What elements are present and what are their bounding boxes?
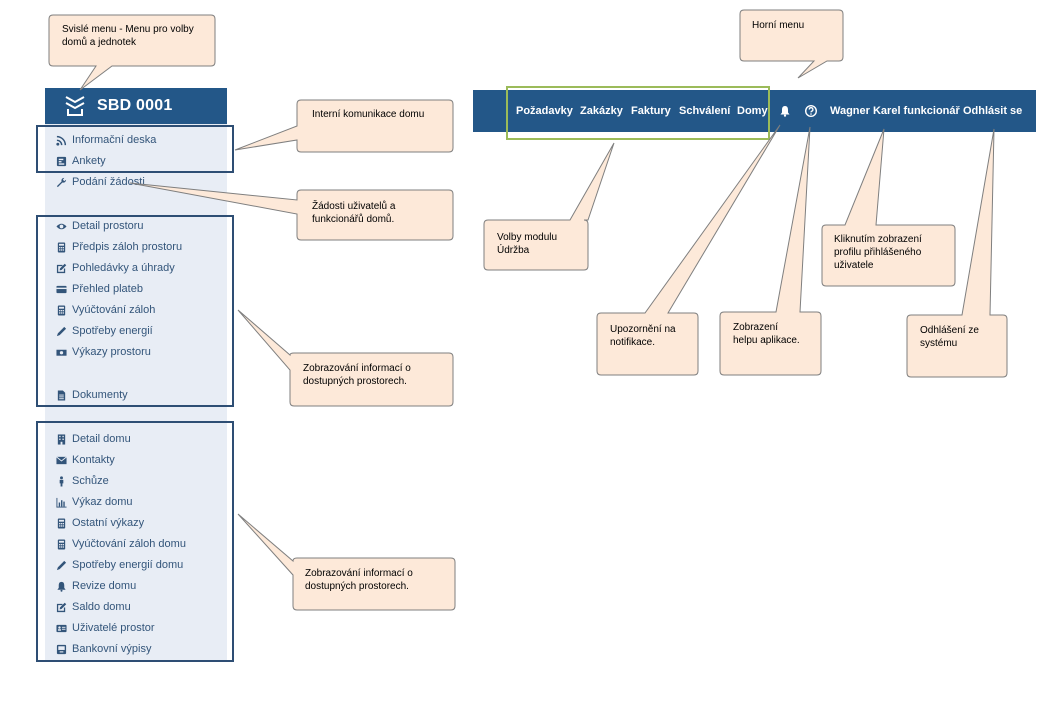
- file-icon: [55, 389, 67, 401]
- nav-faktury[interactable]: Faktury: [631, 105, 671, 117]
- sidebar-item-label: Přehled plateb: [72, 283, 143, 295]
- callout-vertical-menu: Svislé menu - Menu pro volby domů a jedn…: [62, 24, 194, 48]
- sidebar-item-label: Pohledávky a úhrady: [72, 262, 175, 274]
- sidebar-item-spotreby-energii[interactable]: Spotřeby energií: [55, 321, 153, 341]
- sidebar-item-label: Spotřeby energií: [72, 325, 153, 337]
- sidebar-item-label: Revize domu: [72, 580, 137, 592]
- sidebar-item-prehled-plateb[interactable]: Přehled plateb: [55, 279, 143, 299]
- rss-icon: [55, 134, 67, 146]
- sidebar-item-vyuctovani-zaloh[interactable]: Vyúčtování záloh: [55, 300, 155, 320]
- wrench-icon: [55, 176, 67, 188]
- nav-domy[interactable]: Domy: [737, 105, 768, 117]
- nav-zakazky[interactable]: Zakázky: [580, 105, 623, 117]
- sidebar-header[interactable]: SBD 0001: [45, 88, 227, 124]
- sidebar-item-label: Vyúčtování záloh domu: [72, 538, 186, 550]
- callout-top-menu: Horní menu: [752, 20, 805, 31]
- pencil-icon: [55, 559, 67, 571]
- poll-icon: [55, 155, 67, 167]
- sidebar-item-vykaz-domu[interactable]: Výkaz domu: [55, 492, 133, 512]
- sidebar-item-label: Uživatelé prostor: [72, 622, 155, 634]
- inbox-icon: [55, 643, 67, 655]
- sidebar-item-detail-prostoru[interactable]: Detail prostoru: [55, 216, 144, 236]
- sidebar-item-label: Detail domu: [72, 433, 131, 445]
- sidebar-item-kontakty[interactable]: Kontakty: [55, 450, 115, 470]
- callout-profile: Kliknutím zobrazení profilu přihlášeného…: [834, 234, 922, 271]
- logo-icon: [65, 96, 85, 116]
- user-profile-link[interactable]: Wagner Karel funkcionář: [830, 105, 960, 117]
- house-info-group: [36, 421, 234, 662]
- calculator-icon: [55, 538, 67, 550]
- sidebar-item-dokumenty[interactable]: Dokumenty: [55, 385, 128, 405]
- sidebar-item-bankovni-vypisy[interactable]: Bankovní výpisy: [55, 639, 151, 659]
- edit-icon: [55, 601, 67, 613]
- sidebar-item-label: Vyúčtování záloh: [72, 304, 156, 316]
- person-icon: [55, 475, 67, 487]
- id-card-icon: [55, 622, 67, 634]
- sidebar-item-saldo-domu[interactable]: Saldo domu: [55, 597, 131, 617]
- callout-help: Zobrazení helpu aplikace.: [733, 322, 800, 346]
- sidebar-item-ostatni-vykazy[interactable]: Ostatní výkazy: [55, 513, 144, 533]
- bell-icon: [55, 580, 67, 592]
- calculator-icon: [55, 304, 67, 316]
- callout-space-info-shape: [237, 309, 454, 407]
- callout-house-info-shape: [237, 513, 456, 611]
- sidebar-item-informacni-deska[interactable]: Informační deska: [55, 130, 156, 150]
- sidebar-item-predpis-zaloh[interactable]: Předpis záloh prostoru: [55, 237, 182, 257]
- sidebar-item-label: Ankety: [72, 155, 106, 167]
- sidebar-item-label: Podání žádosti: [72, 176, 145, 188]
- sidebar-item-label: Informační deska: [72, 134, 157, 146]
- sidebar-item-detail-domu[interactable]: Detail domu: [55, 429, 131, 449]
- sidebar-item-ankety[interactable]: Ankety: [55, 151, 106, 171]
- sidebar-item-label: Detail prostoru: [72, 220, 144, 232]
- bar-chart-icon: [55, 496, 67, 508]
- sidebar-item-label: Dokumenty: [72, 389, 128, 401]
- sidebar-item-label: Spotřeby energií domu: [72, 559, 184, 571]
- sidebar-title: SBD 0001: [97, 97, 173, 114]
- sidebar-item-label: Saldo domu: [72, 601, 131, 613]
- internal-comm-group: [36, 125, 234, 173]
- sidebar-item-uzivatele-prostor[interactable]: Uživatelé prostor: [55, 618, 155, 638]
- sidebar-item-pohledavky[interactable]: Pohledávky a úhrady: [55, 258, 175, 278]
- nav-pozadavky[interactable]: Požadavky: [516, 105, 573, 117]
- sidebar-item-label: Bankovní výpisy: [72, 643, 152, 655]
- sidebar-item-label: Kontakty: [72, 454, 115, 466]
- envelope-icon: [55, 454, 67, 466]
- edit-icon: [55, 262, 67, 274]
- sidebar-item-label: Výkaz domu: [72, 496, 133, 508]
- eye-icon: [55, 220, 67, 232]
- calculator-icon: [55, 517, 67, 529]
- callout-requests: Žádosti uživatelů a funkcionářů domů.: [312, 201, 396, 225]
- nav-schvaleni[interactable]: Schválení: [679, 105, 731, 117]
- bell-icon[interactable]: [779, 90, 791, 132]
- sidebar-item-spotreby-energii-domu[interactable]: Spotřeby energií domu: [55, 555, 183, 575]
- sidebar-item-label: Výkazy prostoru: [72, 346, 151, 358]
- sidebar-item-vykazy-prostoru[interactable]: Výkazy prostoru: [55, 342, 151, 362]
- sidebar-item-label: Ostatní výkazy: [72, 517, 145, 529]
- sidebar-item-label: Předpis záloh prostoru: [72, 241, 183, 253]
- money-icon: [55, 346, 67, 358]
- sidebar-item-label: Schůze: [72, 475, 109, 487]
- callout-module-choice: Volby modulu Údržba: [497, 232, 558, 256]
- callout-house-info: Zobrazování informací o dostupných prost…: [305, 568, 413, 592]
- credit-card-icon: [55, 283, 67, 295]
- sidebar-item-podani-zadosti[interactable]: Podání žádosti: [55, 172, 145, 192]
- sidebar-item-schuze[interactable]: Schůze: [55, 471, 109, 491]
- callout-notifications: Upozornění na notifikace.: [610, 324, 676, 348]
- sidebar-item-revize-domu[interactable]: Revize domu: [55, 576, 136, 596]
- sidebar-item-vyuctovani-zaloh-domu[interactable]: Vyúčtování záloh domu: [55, 534, 186, 554]
- logout-link[interactable]: Odhlásit se: [963, 105, 1023, 117]
- callout-logout: Odhlášení ze systému: [920, 325, 979, 349]
- building-icon: [55, 433, 67, 445]
- calculator-icon: [55, 241, 67, 253]
- callout-space-info: Zobrazování informací o dostupných prost…: [303, 363, 411, 387]
- pencil-icon: [55, 325, 67, 337]
- callout-internal-comm: Interní komunikace domu: [312, 109, 425, 120]
- help-icon[interactable]: [805, 90, 817, 132]
